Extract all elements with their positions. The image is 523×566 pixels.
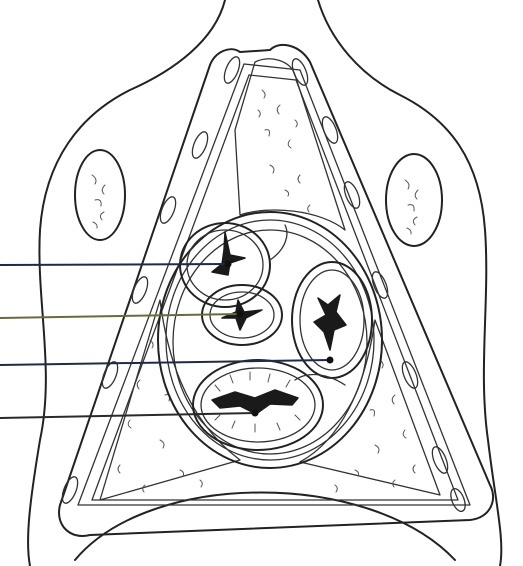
top-stippled-texture xyxy=(258,90,310,212)
right-wall-cells xyxy=(289,57,468,514)
pointer-dot-3 xyxy=(327,357,334,364)
right-round-body-texture xyxy=(405,180,418,234)
central-sheath-outer xyxy=(158,212,382,468)
pointer-dot-2 xyxy=(237,311,244,318)
pointer-line-2 xyxy=(0,314,240,318)
left-round-body xyxy=(75,150,125,240)
left-round-body-texture xyxy=(92,175,105,228)
vessel-top-left-lumen xyxy=(212,232,245,275)
vessel-right-lumen xyxy=(314,295,346,350)
bottom-arch xyxy=(75,493,455,561)
pointer-dot-1 xyxy=(225,261,232,268)
outer-body-outline xyxy=(28,0,225,566)
pointer-line-4 xyxy=(0,413,255,418)
right-round-body xyxy=(386,154,442,246)
pointer-dot-4 xyxy=(252,410,259,417)
right-stippled-region xyxy=(300,320,440,495)
outer-body-outline-right xyxy=(318,0,501,566)
triangle-inner-wall xyxy=(78,64,470,505)
right-stippled-texture xyxy=(335,360,415,492)
pointer-line-1 xyxy=(0,264,228,265)
